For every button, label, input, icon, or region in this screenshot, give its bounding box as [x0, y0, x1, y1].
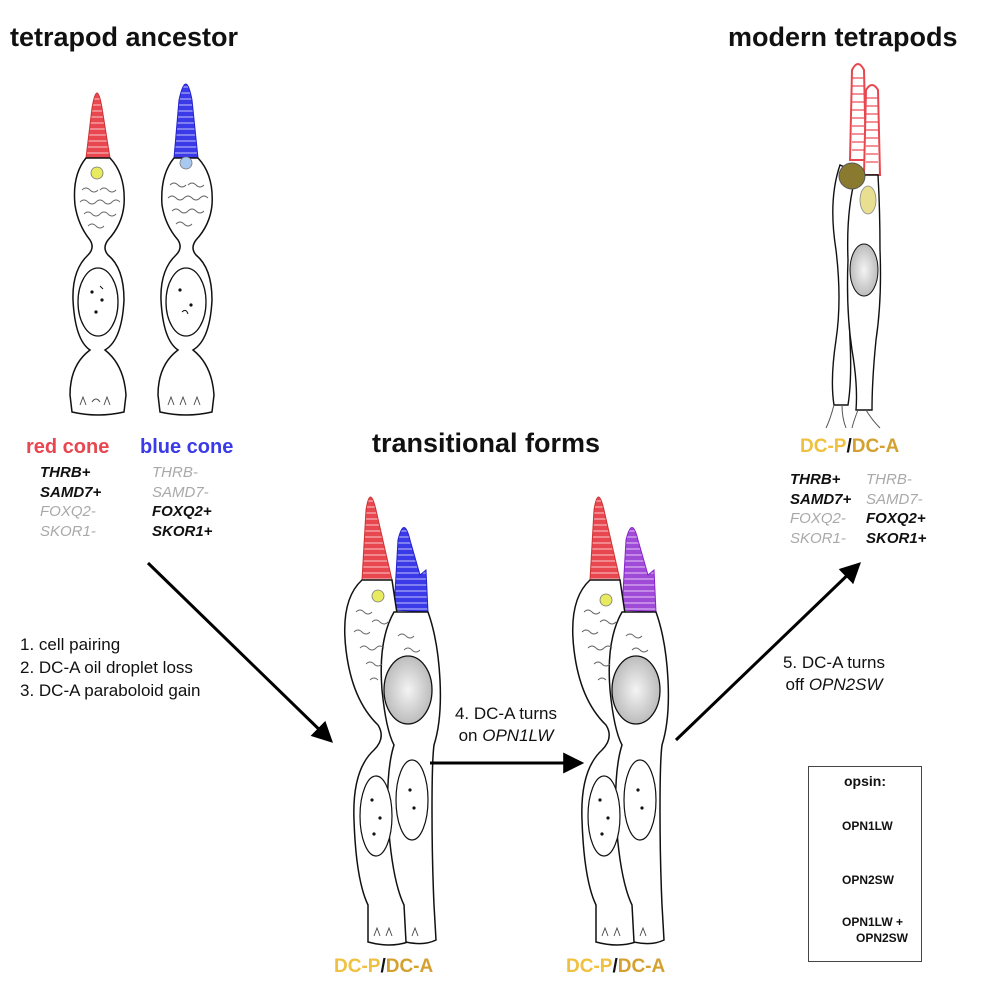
- transitional-pair-2: [571, 496, 670, 946]
- step-item: 2. DC-A oil droplet loss: [20, 658, 193, 677]
- steps-1-3: 1. cell pairing 2. DC-A oil droplet loss…: [20, 633, 201, 702]
- modern-p-genes: THRB+ SAMD7+ FOXQ2- SKOR1-: [790, 470, 851, 548]
- step-4-gene: OPN1LW: [482, 726, 554, 745]
- title-transitional: transitional forms: [372, 428, 601, 458]
- ancestor-blue-cone: [157, 83, 215, 416]
- ancestor-red-cone: [69, 92, 127, 416]
- gene: SAMD7+: [40, 483, 102, 501]
- gene: THRB+: [40, 464, 91, 481]
- arrow-transitional-to-modern: [674, 562, 862, 742]
- t1-nucleus-a: [395, 759, 429, 841]
- gene: THRB-: [152, 464, 198, 481]
- legend-label-opn2sw: OPN2SW: [842, 873, 895, 887]
- t2-purple-outer-segment: [621, 527, 657, 613]
- red-cone-label: red cone: [26, 436, 110, 458]
- gene: FOXQ2-: [40, 503, 96, 520]
- gene: SAMD7+: [790, 490, 852, 508]
- t1-blue-outer-segment: [393, 527, 429, 613]
- gene: SAMD7-: [866, 490, 923, 508]
- dc-label-modern: DC-P/DC-A: [800, 436, 900, 457]
- step-item: 3. DC-A paraboloid gain: [20, 681, 201, 700]
- legend-title: opsin:: [844, 773, 886, 789]
- step-item: 1. cell pairing: [20, 635, 121, 654]
- t1-nucleus-p: [359, 775, 393, 857]
- step-5-line2: off OPN2SW: [785, 675, 883, 694]
- gene: FOXQ2+: [866, 510, 926, 527]
- modern-oil-droplet: [838, 162, 866, 190]
- legend-label-opn1lw: OPN1LW: [842, 819, 893, 833]
- red-outer-segment: [85, 92, 111, 159]
- legend-label-mixed: OPN1LW + OPN2SW: [842, 915, 909, 945]
- t2-nucleus-a: [623, 759, 657, 841]
- t1-paraboloid: [383, 655, 433, 725]
- t2-red-outer-segment: [589, 496, 621, 581]
- gene: SKOR1-: [790, 529, 846, 547]
- title-modern: modern tetrapods: [728, 22, 958, 52]
- blue-cone-label: blue cone: [140, 436, 234, 458]
- step-4-note: 4. DC-A turns on OPN1LW: [436, 703, 576, 747]
- red-oil-droplet: [90, 166, 104, 180]
- title-ancestor: tetrapod ancestor: [10, 22, 239, 52]
- blue-oil-droplet: [179, 156, 193, 170]
- gene: THRB-: [866, 471, 912, 488]
- transitional-pair-1: [343, 496, 442, 946]
- red-nucleus: [77, 267, 119, 337]
- gene: FOXQ2+: [152, 503, 212, 520]
- modern-paraboloid: [849, 243, 879, 297]
- blue-cone-genes: THRB- SAMD7- FOXQ2+ SKOR1+: [152, 463, 212, 541]
- step-4-line1: 4. DC-A turns: [454, 704, 558, 723]
- gene: THRB+: [790, 471, 841, 488]
- t2-nucleus-p: [587, 775, 621, 857]
- modern-a-genes: THRB- SAMD7- FOXQ2+ SKOR1+: [866, 470, 926, 548]
- arrow-ancestor-to-transitional: [146, 561, 334, 743]
- blue-outer-segment: [173, 83, 199, 159]
- step-5-note: 5. DC-A turns off OPN2SW: [764, 652, 904, 696]
- t2-paraboloid: [611, 655, 661, 725]
- gene: SKOR1+: [152, 522, 213, 540]
- gene: FOXQ2-: [790, 510, 846, 527]
- blue-nucleus: [165, 267, 207, 337]
- gene: SKOR1-: [40, 522, 96, 540]
- step-5-line1: 5. DC-A turns: [782, 653, 886, 672]
- step-4-line2: on OPN1LW: [458, 726, 554, 745]
- modern-double-cone: [825, 63, 882, 429]
- dc-label-transitional-2: DC-P/DC-A: [566, 956, 666, 977]
- dc-label-transitional-1: DC-P/DC-A: [334, 956, 434, 977]
- t1-red-outer-segment: [361, 496, 393, 581]
- gene: SAMD7-: [152, 483, 209, 501]
- modern-outer-segment-p: [848, 63, 868, 161]
- step-5-gene: OPN2SW: [808, 675, 883, 694]
- gene: SKOR1+: [866, 529, 927, 547]
- opsin-legend: opsin:: [808, 766, 922, 962]
- red-cone-genes: THRB+ SAMD7+ FOXQ2- SKOR1-: [40, 463, 101, 541]
